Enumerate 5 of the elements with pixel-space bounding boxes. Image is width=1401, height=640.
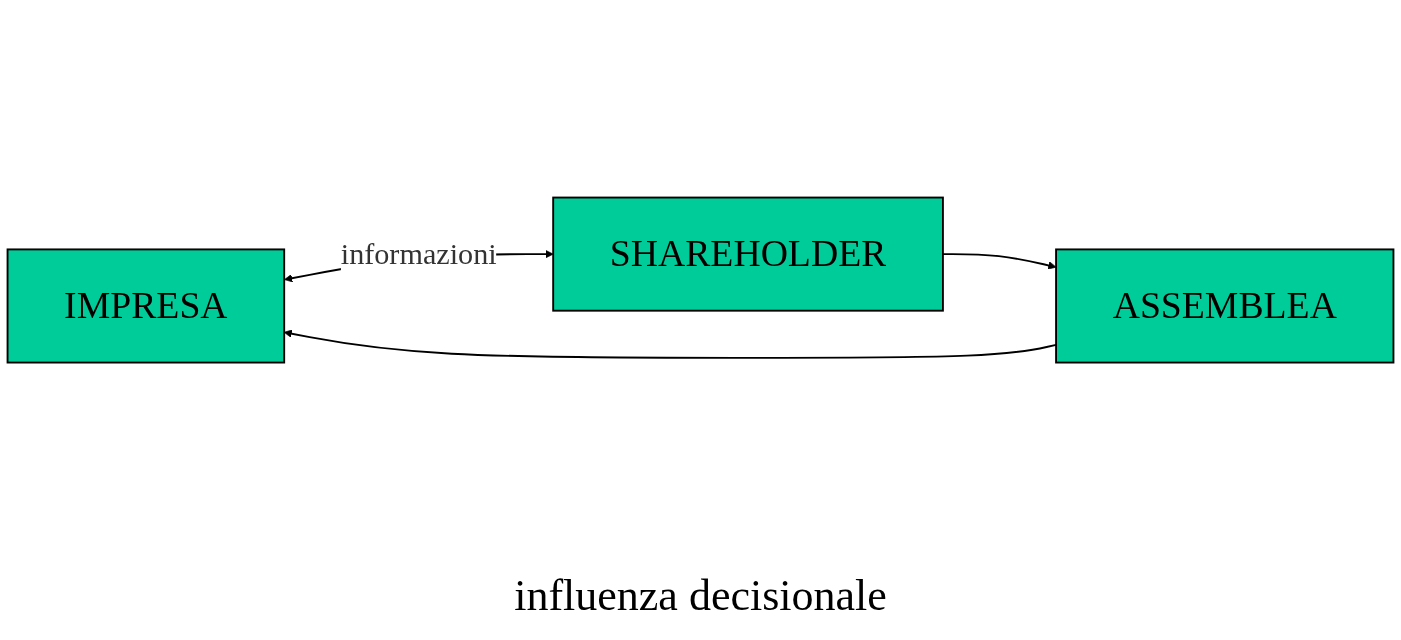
node-box: ASSEMBLEA <box>1055 248 1395 364</box>
node-box: IMPRESA <box>6 248 286 364</box>
edge-label: informazioni <box>340 237 497 272</box>
note-text: influenza decisionale <box>514 570 887 621</box>
node-box: SHAREHOLDER <box>552 196 944 312</box>
